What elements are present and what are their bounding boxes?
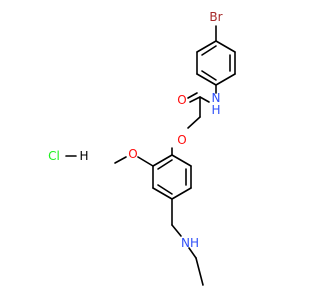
bond-n-c — [199, 96, 210, 103]
amide-hydrogen-label: H — [211, 103, 220, 117]
amide-nitrogen-label: N — [212, 91, 221, 105]
ether-oxygen-label: O — [177, 133, 186, 147]
bond-c-o-double — [187, 92, 198, 99]
chlorine-label: Cl — [48, 149, 60, 163]
hcl-hydrogen-label: H — [79, 149, 88, 163]
molecule-canvas: Br N H O O O NH Cl H — [48, 10, 236, 286]
bond-o-ch3 — [114, 156, 127, 164]
bond-c-o-double — [189, 96, 201, 103]
bond — [171, 187, 192, 200]
methoxy-oxygen-label: O — [128, 147, 137, 161]
bond-ch2-ch3 — [195, 257, 204, 286]
bond — [215, 73, 236, 86]
bromophenyl-ring — [196, 40, 236, 86]
bond-c-o-methoxy — [137, 156, 154, 167]
bond-ch2-o — [187, 116, 201, 129]
bond — [196, 73, 217, 86]
structure-diagram: Br N H O O O NH Cl H — [48, 10, 236, 286]
bond — [152, 154, 173, 167]
bond-n-ch2 — [188, 247, 197, 259]
amine-nitrogen-label: NH — [181, 236, 199, 250]
bond — [171, 154, 192, 167]
bond — [152, 187, 173, 200]
bond — [157, 184, 173, 195]
bond — [157, 159, 173, 170]
bond — [201, 45, 217, 56]
bromine-label: Br — [209, 10, 222, 24]
bond — [215, 40, 236, 53]
methoxyphenyl-ring — [152, 154, 192, 200]
bond — [201, 70, 217, 81]
carbonyl-oxygen-label: O — [177, 93, 186, 107]
bond — [196, 40, 217, 53]
bond-ch2-n — [171, 224, 182, 237]
